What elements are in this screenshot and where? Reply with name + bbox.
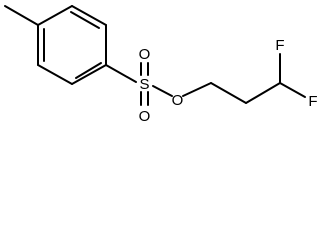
oxygen-top-label: O (139, 46, 151, 63)
fluorine-right-label: F (308, 93, 317, 110)
methyl-bond (4, 5, 39, 26)
sulfur-label: S (139, 76, 149, 93)
chain-bond (245, 82, 281, 104)
ring-sulfur-bond (105, 64, 137, 83)
ring-bond (71, 64, 107, 85)
oxygen-ester-label: O (172, 92, 184, 109)
oxygen-bottom-label: O (139, 108, 151, 125)
ring-bond (37, 64, 73, 85)
chain-bond (210, 82, 247, 104)
benzene-ring (37, 5, 107, 85)
chain-bond (182, 82, 212, 97)
carbon-fluorine-bond (279, 82, 306, 98)
fluorine-top-label: F (275, 37, 284, 54)
chemical-structure-diagram: S O O O F F (4, 5, 318, 125)
ring-double-bond (70, 11, 100, 29)
ring-double-bond (75, 62, 102, 79)
sulfur-oxygen-bond (152, 85, 173, 97)
ring-bond (37, 5, 73, 26)
ring-bond (71, 5, 107, 26)
